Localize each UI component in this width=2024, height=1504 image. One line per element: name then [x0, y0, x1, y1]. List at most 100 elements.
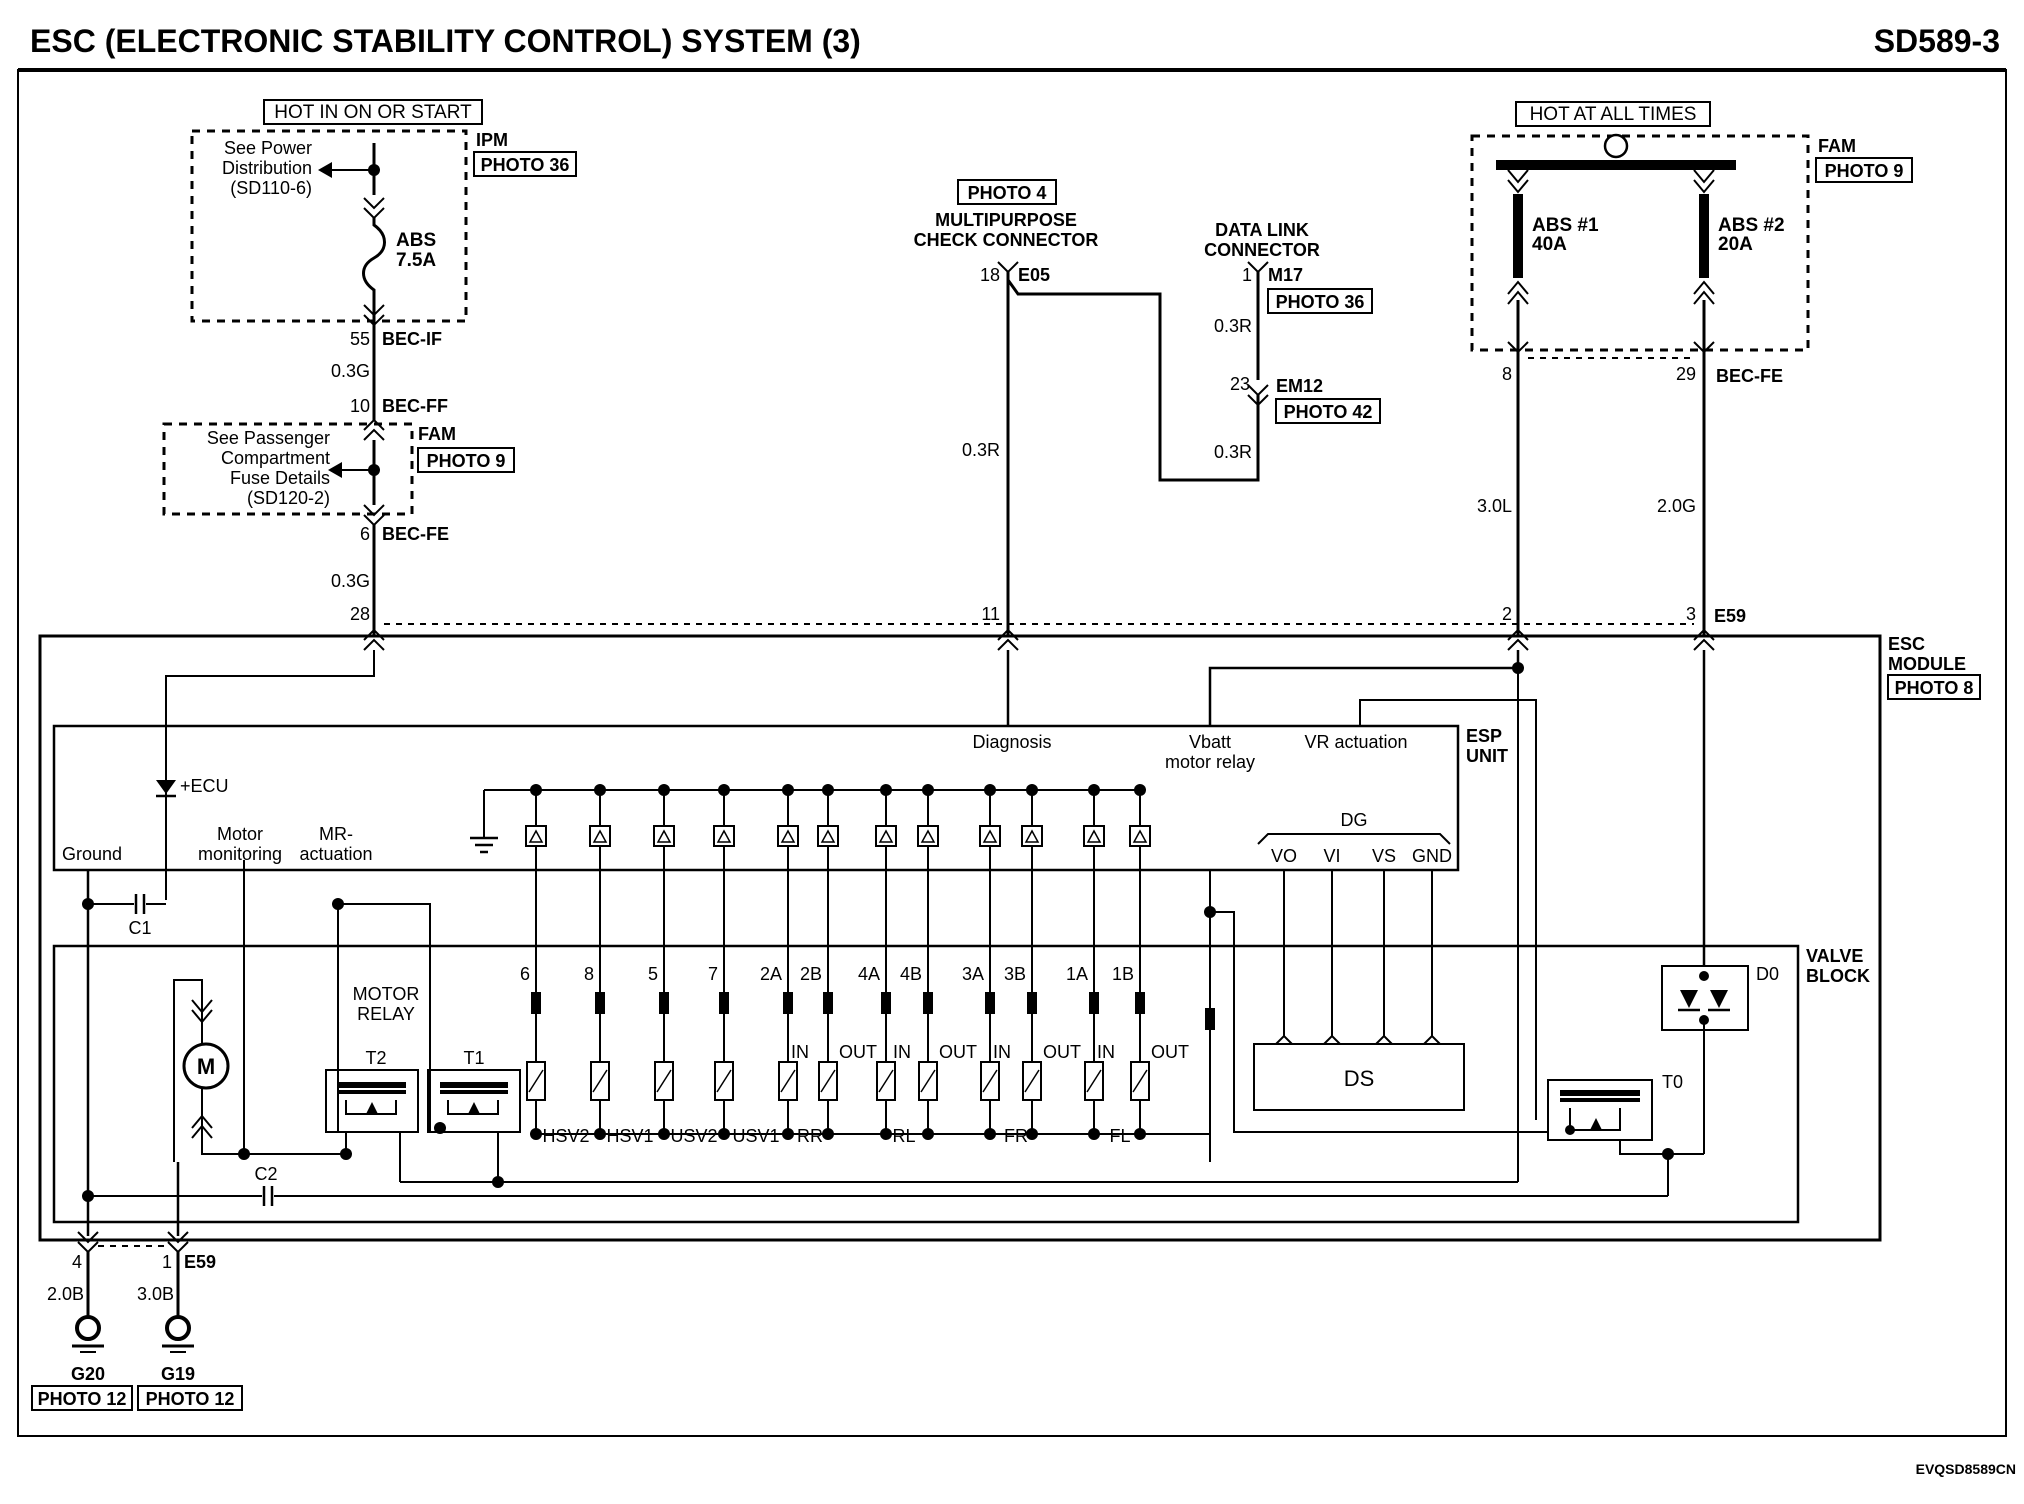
diagnostic-connectors: PHOTO 4 MULTIPURPOSE CHECK CONNECTOR 18 …: [914, 179, 1381, 651]
hot-at-all-label: HOT AT ALL TIMES: [1530, 104, 1697, 125]
valve-pin-label: 2A: [760, 964, 782, 984]
see-power-1: See Power: [224, 138, 312, 158]
photo-4: PHOTO 4: [968, 183, 1047, 203]
ground-g20-icon: [75, 1315, 101, 1341]
io-label: IN: [791, 1042, 809, 1062]
motor-relay-2: RELAY: [357, 1004, 415, 1024]
fuse-abs-label: ABS: [396, 230, 436, 251]
io-label: IN: [893, 1042, 911, 1062]
vbatt-2: motor relay: [1165, 752, 1255, 772]
diagnosis-label: Diagnosis: [972, 732, 1051, 752]
io-label: OUT: [839, 1042, 877, 1062]
pin-55: 55: [350, 329, 370, 349]
pin-23: 23: [1230, 374, 1250, 394]
vr-actuation-label: VR actuation: [1304, 732, 1407, 752]
esp-label-2: UNIT: [1466, 746, 1508, 766]
ground-g19-icon: [165, 1315, 191, 1341]
fuse-abs2-rating: 20A: [1718, 234, 1753, 255]
pin-4: 4: [72, 1252, 82, 1272]
see-power-3: (SD110-6): [230, 178, 312, 198]
pin-18: 18: [980, 265, 1000, 285]
io-label: OUT: [1043, 1042, 1081, 1062]
see-power-2: Distribution: [222, 158, 312, 178]
dlc-1: DATA LINK: [1215, 220, 1309, 240]
vbatt-1: Vbatt: [1189, 732, 1231, 752]
driver-icon: [1129, 825, 1151, 847]
diagram-title: ESC (ELECTRONIC STABILITY CONTROL) SYSTE…: [30, 23, 861, 59]
driver-icon: [589, 825, 611, 847]
valve-name-label: RR: [797, 1126, 823, 1146]
pin-11: 11: [981, 604, 1000, 624]
io-label: IN: [993, 1042, 1011, 1062]
wire-3-0b: 3.0B: [137, 1284, 174, 1304]
valve-name-label: USV1: [732, 1126, 779, 1146]
wire-0-3g-a: 0.3G: [331, 361, 370, 381]
conn-m17: M17: [1268, 265, 1303, 285]
driver-icon: [713, 825, 735, 847]
esp-label-1: ESP: [1466, 726, 1502, 746]
multipurpose-2: CHECK CONNECTOR: [914, 230, 1099, 250]
arrow-left-icon: [318, 162, 332, 178]
valve-pin-label: 6: [520, 964, 530, 984]
pin-6: 6: [360, 524, 370, 544]
motor-label: M: [197, 1054, 215, 1079]
conn-em12: EM12: [1276, 376, 1323, 396]
pin-8: 8: [1502, 364, 1512, 384]
conn-bec-if: BEC-IF: [382, 329, 442, 349]
see-pass-2: Compartment: [221, 448, 330, 468]
wire-2-0g: 2.0G: [1657, 496, 1696, 516]
dlc-photo: PHOTO 36: [1276, 292, 1365, 312]
page-frame: [17, 69, 2007, 1437]
dlc-2: CONNECTOR: [1204, 240, 1320, 260]
valve-pin-label: 5: [648, 964, 658, 984]
dg-pin-gnd: GND: [1412, 846, 1452, 866]
esc-label-1: ESC: [1888, 634, 1925, 654]
left-power-supply: HOT IN ON OR START IPM PHOTO 36 See Powe…: [162, 99, 577, 651]
driver-icon: [653, 825, 675, 847]
valve-pin-label: 1A: [1066, 964, 1088, 984]
valve-name-label: USV2: [670, 1126, 717, 1146]
driver-icon: [525, 825, 547, 847]
pin-29: 29: [1676, 364, 1696, 384]
diagram-code: SD589-3: [1874, 23, 2000, 59]
fam-box-left: [162, 422, 414, 516]
wire-0-3r-em: 0.3R: [1214, 442, 1252, 462]
right-power-supply: HOT AT ALL TIMES FAM PHOTO 9 ABS #1 40A …: [1470, 101, 1913, 651]
fuse-abs-rating: 7.5A: [396, 250, 436, 271]
conn-bec-ff: BEC-FF: [382, 396, 448, 416]
esc-photo: PHOTO 8: [1895, 678, 1974, 698]
fam-box-right: [1470, 134, 1810, 352]
dg-pin-vo: VO: [1271, 846, 1297, 866]
t2-label: T2: [365, 1048, 386, 1068]
esp-unit-box: [52, 724, 1460, 872]
g20-photo: PHOTO 12: [38, 1389, 127, 1409]
valve-name-label: RL: [892, 1126, 915, 1146]
c1-label: C1: [128, 918, 151, 938]
ecu-label: +ECU: [180, 776, 229, 796]
valve-pin-label: 4B: [900, 964, 922, 984]
dg-label: DG: [1341, 810, 1368, 830]
valve-label-1: VALVE: [1806, 946, 1863, 966]
fam-photo-left: PHOTO 9: [427, 451, 506, 471]
diode-icon: [156, 780, 176, 794]
valve-pin-label: 3A: [962, 964, 984, 984]
fuse-abs-7-5a-icon: [362, 218, 386, 300]
busbar: [1496, 160, 1736, 170]
hot-in-on-label: HOT IN ON OR START: [274, 102, 472, 123]
driver-icon: [1021, 825, 1043, 847]
wire-0-3r-mp: 0.3R: [962, 440, 1000, 460]
dg-pin-vs: VS: [1372, 846, 1396, 866]
em12-photo: PHOTO 42: [1284, 402, 1373, 422]
connector-chevron-icon: [363, 197, 385, 220]
motor-mon-2: monitoring: [198, 844, 282, 864]
driver-icon: [817, 825, 839, 847]
dg-pin-vi: VI: [1323, 846, 1340, 866]
pin-10: 10: [350, 396, 370, 416]
pin-1-dlc: 1: [1242, 265, 1252, 285]
fuse-abs1-label: ABS #1: [1532, 215, 1599, 236]
mr-act-2: actuation: [299, 844, 372, 864]
t0-label: T0: [1662, 1072, 1683, 1092]
fam-photo-right: PHOTO 9: [1825, 161, 1904, 181]
